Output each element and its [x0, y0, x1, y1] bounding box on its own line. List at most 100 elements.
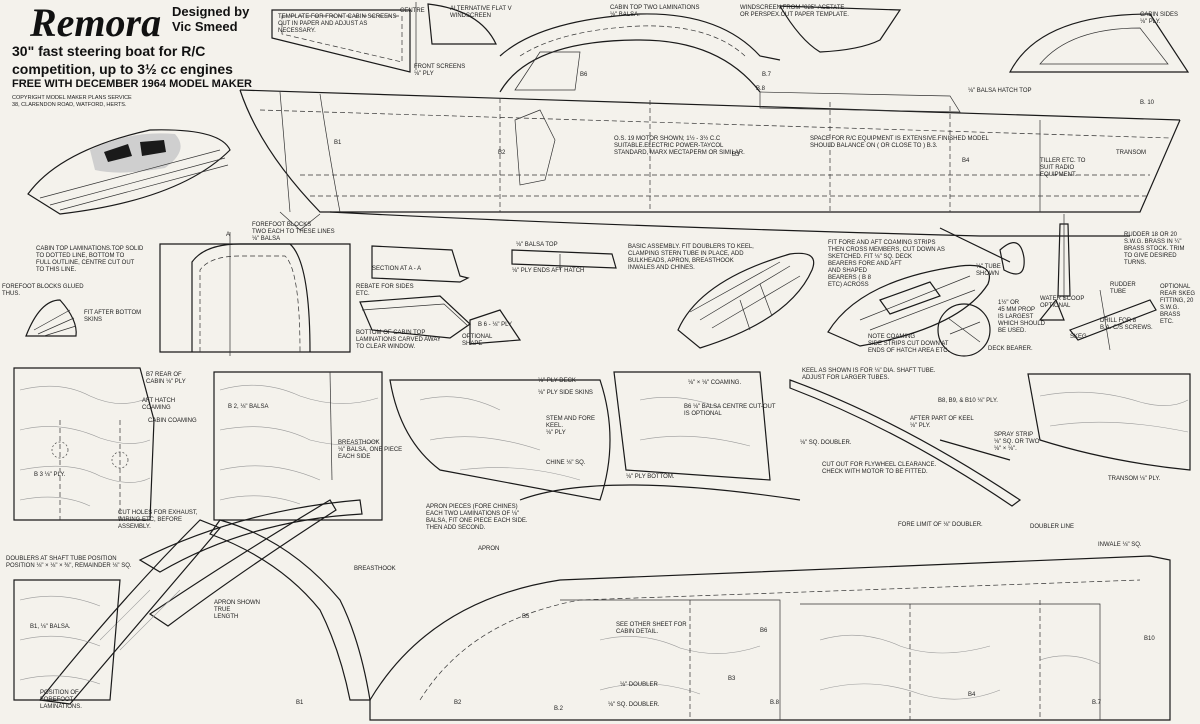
note-alt-windscreen: ALTERNATIVE FLAT V WINDSCREEN	[450, 6, 512, 19]
note-transom: TRANSOM	[1116, 150, 1146, 156]
note-optional-shape: OPTIONAL SHAPE	[462, 334, 493, 347]
part-b1: B1	[334, 140, 342, 146]
aft-hatch-ends	[511, 249, 617, 269]
note-sq-doubler: ⅛" SQ. DOUBLER.	[608, 702, 660, 708]
cabin-sides	[1009, 13, 1190, 73]
hull-profile-deck	[239, 89, 1181, 121]
part-b6: B6	[580, 72, 588, 78]
note-optional-skeg: OPTIONAL REAR SKEG FITTING, 20 S.W.G. BR…	[1160, 284, 1196, 325]
part-b8: B.8	[756, 86, 766, 92]
note-ply-bottom: ⅛" PLY BOTTOM.	[626, 474, 675, 480]
note-section-aa: SECTION AT A - A	[372, 266, 422, 272]
note-centre: CENTRE	[400, 8, 425, 14]
note-apron-pieces: APRON PIECES (FORE CHINES) EACH TWO LAMI…	[426, 504, 528, 531]
note-fit-coaming: FIT FORE AND AFT COAMING STRIPS THEN CRO…	[828, 240, 945, 288]
note-b1-balsa: B1, ⅛" BALSA.	[30, 624, 71, 630]
note-b8-b9-b10: B8, B9, & B10 ⅛" PLY.	[938, 398, 998, 404]
note-deck-bearer: DECK BEARER.	[988, 346, 1033, 352]
note-windscreen-from: WINDSCREEN FROM "025" ACETATE OR PERSPEX…	[740, 5, 849, 18]
note-cabin-sides: CABIN SIDES ⅛" PLY.	[1140, 12, 1179, 25]
plan-subtitle: 30" fast steering boat for R/C competiti…	[12, 43, 233, 77]
b1-balsa	[13, 579, 121, 701]
note-rc-space: SPACE FOR R/C EQUIPMENT IS EXTENSIVE.FIN…	[810, 136, 989, 149]
note-b6: B 6 - ⅛" PLY	[478, 322, 513, 328]
propeller	[999, 242, 1025, 275]
note-doubler-small: ⅛" DOUBLER	[620, 682, 658, 688]
note-breasthook: BREASTHOOK ⅛" BALSA, ONE PIECE EACH SIDE	[338, 440, 403, 460]
note-bottom-cabin-top: BOTTOM OF CABIN TOP LAMINATIONS CARVED A…	[356, 330, 441, 350]
note-doublers: DOUBLERS AT SHAFT TUBE POSITION POSITION…	[6, 556, 132, 569]
note-rebate-sides: REBATE FOR SIDES ETC.	[356, 284, 414, 297]
note-drill: DRILL FOR 8 B.A. C/S SCREWS.	[1100, 318, 1153, 331]
apron-piece-2	[138, 499, 363, 573]
note-rudder-tube: RUDDER TUBE	[1110, 282, 1136, 295]
part-b2: B2	[498, 150, 506, 156]
note-tube-shown: ⅛" TUBE SHOWN	[976, 264, 1001, 277]
note-tiller: TILLER ETC. TO SUIT RADIO EQUIPMENT.	[1040, 158, 1086, 178]
note-b3-ply: B 3 ⅛" PLY.	[34, 472, 66, 478]
balsa-top	[371, 245, 470, 283]
note-b7-rear: B7 REAR OF CABIN ⅛" PLY	[146, 372, 186, 385]
plan-title: Remora	[30, 0, 162, 45]
part-b2b-bottom: B.2	[554, 706, 564, 712]
hatch-top	[759, 91, 961, 113]
note-balsa-top: ⅛" BALSA TOP	[516, 242, 558, 248]
stem-fore-keel	[519, 484, 801, 501]
note-fore-limit: FORE LIMIT OF ⅛" DOUBLER.	[898, 522, 983, 528]
part-b10: B. 10	[1140, 100, 1155, 106]
part-b8-bottom: B.8	[770, 700, 780, 706]
note-apron: APRON	[478, 546, 500, 552]
note-cabin-top-lam-solid: CABIN TOP LAMINATIONS.TOP SOLID TO DOTTE…	[36, 246, 144, 273]
note-inwale: INWALE ⅛" SQ.	[1098, 542, 1142, 548]
part-b4-bottom: B4	[968, 692, 976, 698]
note-keel: KEEL AS SHOWN IS FOR ⅛" DIA. SHAFT TUBE.…	[802, 368, 936, 381]
part-b2-bottom: B2	[454, 700, 462, 706]
breasthook-piece	[38, 519, 221, 705]
transom-ply	[1027, 373, 1191, 471]
part-b3: B3	[732, 152, 740, 158]
ply-deck-panel	[613, 371, 771, 481]
part-b7-bottom: B.7	[1092, 700, 1102, 706]
part-a: A	[226, 232, 231, 238]
note-ply-ends: ⅛" PLY ENDS AFT HATCH	[512, 268, 585, 274]
note-forefoot-blocks: FOREFOOT BLOCKS TWO EACH TO THESE LINES …	[252, 222, 335, 242]
cabin-area-dash	[560, 599, 1101, 720]
note-spray-strip: SPRAY STRIP ⅛" SQ. OR TWO ⅛" × ⅛".	[994, 432, 1040, 452]
note-chine: CHINE ⅛" SQ.	[546, 460, 586, 466]
note-ply-side-skins: ⅛" PLY SIDE SKINS	[538, 390, 593, 396]
b6-optional	[469, 309, 522, 345]
apron-piece-3	[148, 499, 337, 627]
rudder-tube-skeg	[1069, 299, 1157, 341]
keel-line	[329, 211, 1130, 237]
deck-plan-outline	[369, 555, 1171, 721]
note-water-scoop: WATER SCOOP OPTIONAL	[1040, 296, 1085, 309]
front-screen-template	[271, 9, 411, 73]
part-b10-bottom: B10	[1144, 636, 1155, 642]
note-template-front-cabin: TEMPLATE FOR FRONT CABIN SCREENS CUT IN …	[278, 14, 397, 34]
hull-profile-sheer	[239, 89, 1181, 213]
note-coaming-size: ⅛" × ⅛" COAMING.	[688, 380, 742, 386]
b2-balsa	[213, 371, 383, 521]
rudder	[1057, 223, 1071, 297]
copyright-notice: COPYRIGHT MODEL MAKER PLANS SERVICE 38, …	[12, 95, 132, 108]
cabin-top-outline	[499, 13, 781, 61]
part-b3-bottom: B3	[728, 676, 736, 682]
note-cabin-top-laminations: CABIN TOP TWO LAMINATIONS ⅛" BALSA.	[610, 5, 700, 18]
basic-assembly-sketch	[677, 252, 815, 349]
boat-photo-sketch	[27, 129, 231, 215]
free-with-line: FREE WITH DECEMBER 1964 MODEL MAKER	[12, 78, 252, 90]
note-stem: STEM AND FORE KEEL. ⅛" PLY	[546, 416, 596, 436]
spray-strip	[939, 439, 1011, 461]
note-aft-hatch: AFT HATCH COAMING	[142, 398, 176, 411]
note-motor-shown: O.S. 19 MOTOR SHOWN; 1½ - 3½ c.c SUITABL…	[614, 136, 745, 156]
note-doubler-line: DOUBLER LINE	[1030, 524, 1075, 530]
note-b6-balsa: B6 ⅛" BALSA CENTRE CUT-OUT IS OPTIONAL	[684, 404, 776, 417]
flat-v-windscreen	[427, 3, 497, 45]
note-basic-assembly: BASIC ASSEMBLY. FIT DOUBLERS TO KEEL, CL…	[628, 244, 754, 271]
section-aa	[159, 243, 351, 353]
note-breasthook-lbl: BREASTHOOK	[354, 566, 396, 572]
part-b1-bottom: B1	[296, 700, 304, 706]
keel-part	[789, 379, 1022, 507]
